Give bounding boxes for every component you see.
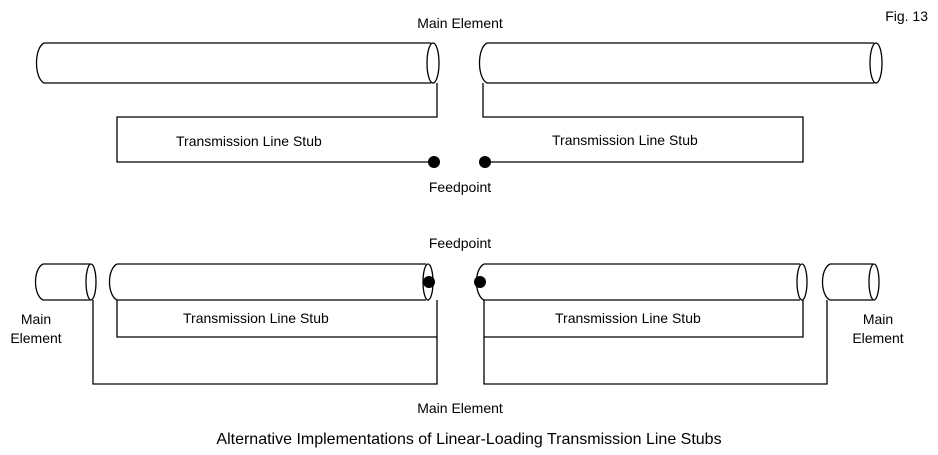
bottom-right-feedpoint-dot <box>474 276 486 288</box>
bottom-left-feedpoint-dot <box>423 276 435 288</box>
top-right-stub-label: Transmission Line Stub <box>552 132 698 148</box>
figure-caption: Alternative Implementations of Linear-Lo… <box>216 431 722 448</box>
top-right-main-element-tube <box>478 42 883 84</box>
top-right-stub-line <box>482 83 804 163</box>
bottom-feedpoint-label: Feedpoint <box>428 235 492 251</box>
bottom-left-stub-label: Transmission Line Stub <box>183 310 329 326</box>
bottom-left-stub-tube <box>108 263 434 301</box>
top-right-feedpoint-dot <box>479 156 491 168</box>
top-main-element-label: Main Element <box>417 15 503 31</box>
bottom-left-main-element-line <box>92 300 438 385</box>
bottom-main-element-label: Main Element <box>417 400 503 416</box>
bottom-right-main-label-line1: Main <box>862 311 894 327</box>
bottom-right-main-element-line <box>483 300 828 385</box>
top-left-stub-label: Transmission Line Stub <box>176 133 322 149</box>
bottom-left-stub-line <box>116 300 438 338</box>
bottom-left-main-label-line2: Element <box>10 330 62 346</box>
bottom-right-main-label-line2: Element <box>852 330 904 346</box>
bottom-left-main-element-tube <box>34 263 97 301</box>
top-left-main-element-tube <box>35 42 440 84</box>
bottom-right-main-element-label: Main Element <box>842 311 914 346</box>
bottom-right-main-element-tube <box>821 263 880 301</box>
top-left-stub-line <box>116 83 438 163</box>
bottom-right-stub-label: Transmission Line Stub <box>555 310 701 326</box>
bottom-left-main-label-line1: Main <box>20 311 52 327</box>
top-feedpoint-label: Feedpoint <box>428 179 492 195</box>
top-left-feedpoint-dot <box>428 156 440 168</box>
bottom-right-stub-line <box>483 300 804 338</box>
bottom-left-main-element-label: Main Element <box>0 311 72 346</box>
bottom-right-stub-tube <box>475 263 808 301</box>
figure-label: Fig. 13 <box>885 8 928 24</box>
